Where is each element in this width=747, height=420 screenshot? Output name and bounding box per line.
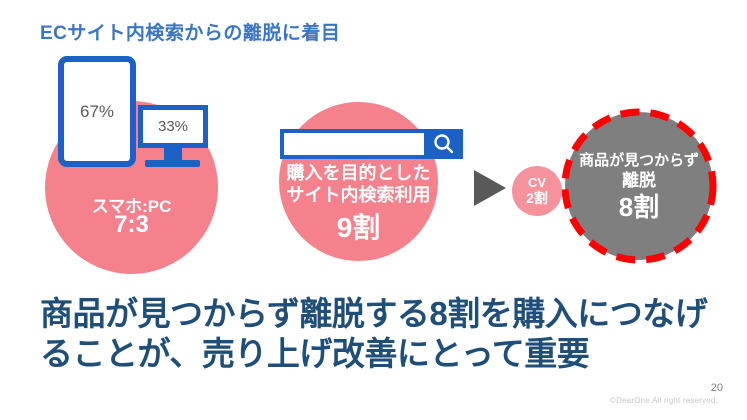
device-ratio-value: 7:3	[114, 211, 149, 238]
copyright-text: ©DearOne All right reserved.	[610, 396, 718, 405]
exit-line2: 離脱	[622, 170, 656, 190]
key-message: 商品が見つからず離脱する8割を購入につなげ ることが、売り上げ改善にとって重要	[40, 294, 730, 374]
exit-circle-text: 商品が見つからず 離脱 8割	[557, 104, 721, 268]
smartphone-percentage: 67%	[79, 101, 115, 121]
search-usage-line1: 購入を目的とした	[286, 163, 431, 183]
search-bar-icon	[280, 129, 463, 159]
smartphone-icon: 67%	[58, 56, 136, 167]
cv-circle: CV 2割	[512, 166, 562, 216]
cv-label: CV	[527, 175, 547, 190]
page-number: 20	[710, 382, 723, 394]
cv-value: 2割	[526, 190, 548, 206]
key-message-line1: 商品が見つからず離脱する8割を購入につなげ	[40, 295, 708, 332]
exit-circle	[561, 108, 717, 264]
pc-monitor-icon: 33%	[138, 105, 208, 148]
search-usage-text: 購入を目的とした サイト内検索利用	[279, 162, 438, 206]
arrow-right-icon	[474, 170, 506, 206]
search-usage-line2: サイト内検索利用	[286, 185, 431, 205]
page-title: ECサイト内検索からの離脱に着目	[40, 23, 341, 44]
search-usage-circle	[279, 102, 438, 261]
device-ratio-label: スマホ:PC	[91, 197, 172, 216]
magnifier-icon	[424, 133, 463, 155]
exit-line1: 商品が見つからず	[579, 151, 699, 169]
exit-value: 8割	[618, 191, 660, 222]
search-input-box	[284, 133, 424, 155]
pc-percentage: 33%	[157, 118, 189, 135]
pc-monitor-stand	[164, 148, 182, 161]
pc-monitor-base	[145, 160, 200, 167]
key-message-line2: ることが、売り上げ改善にとって重要	[40, 335, 590, 372]
search-usage-value: 9割	[336, 212, 381, 243]
